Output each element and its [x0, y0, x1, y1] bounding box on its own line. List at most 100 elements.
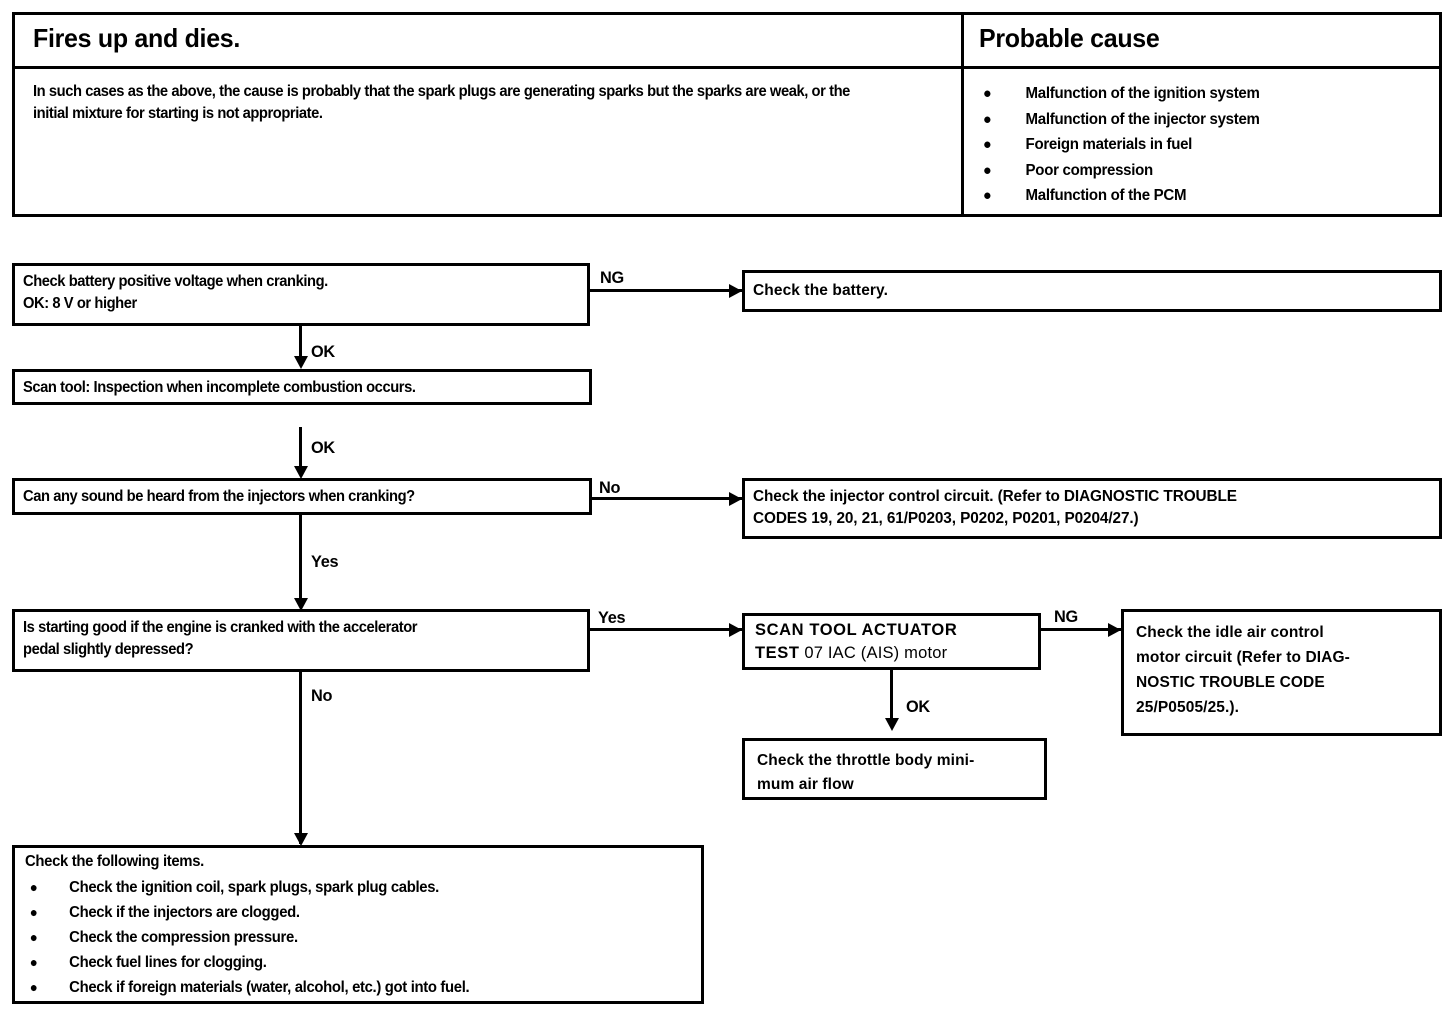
cause-label: Malfunction of the injector system — [1025, 110, 1260, 128]
bullet-icon: ● — [982, 110, 992, 128]
box-idle-air-control: Check the idle air control motor circuit… — [1121, 609, 1442, 736]
label-ok-to-scan: OK — [311, 342, 335, 361]
box-scan-tool-actuator-test: SCAN TOOL ACTUATOR TEST 07 IAC (AIS) mot… — [742, 613, 1041, 670]
actuator-test-line2: TEST 07 IAC (AIS) motor — [755, 644, 947, 663]
accel-line1: Is starting good if the engine is cranke… — [23, 619, 418, 636]
checklist-label: Check fuel lines for clogging. — [69, 954, 267, 971]
box-check-the-battery: Check the battery. — [742, 270, 1442, 312]
bullet-icon: ● — [982, 136, 992, 153]
connector-ng-idle-arrow — [1108, 623, 1121, 637]
label-yes-injector: Yes — [311, 552, 339, 571]
label-ng-actuator: NG — [1054, 607, 1078, 626]
box-final-checklist: Check the following items. ● Check the i… — [12, 845, 704, 1004]
checklist-label: Check the ignition coil, spark plugs, sp… — [69, 879, 439, 896]
connector-no-injector-line — [592, 497, 742, 500]
connector-no-final-line — [299, 672, 302, 844]
cause-label: Foreign materials in fuel — [1025, 136, 1193, 153]
idle-air-line4: 25/P0505/25.). — [1136, 699, 1240, 716]
checklist-label: Check the compression pressure. — [69, 929, 298, 946]
box-text: Is starting good if the engine is cranke… — [23, 617, 555, 661]
idle-air-line2: motor circuit (Refer to DIAG- — [1136, 649, 1350, 666]
probable-cause-title: Probable cause — [979, 23, 1160, 53]
connector-ok-throttle-line — [890, 670, 893, 725]
label-yes-accel: Yes — [598, 608, 626, 627]
idle-air-line3: NOSTIC TROUBLE CODE — [1136, 674, 1325, 691]
connector-ng-battery-line — [590, 289, 742, 292]
bullet-icon: ● — [982, 187, 992, 204]
box-injector-control-circuit: Check the injector control circuit. (Ref… — [742, 478, 1442, 539]
symptom-title: Fires up and dies. — [33, 23, 241, 53]
cause-label: Malfunction of the PCM — [1025, 187, 1187, 204]
list-item: ● Poor compression — [979, 158, 1416, 184]
list-item: ● Malfunction of the PCM — [979, 183, 1416, 209]
connector-yes-actuator-line — [590, 628, 742, 631]
label-ng-battery: NG — [600, 268, 624, 287]
box-check-battery-voltage: Check battery positive voltage when cran… — [12, 263, 590, 326]
box-text: Scan tool: Inspection when incomplete co… — [23, 379, 416, 396]
checklist-label: Check if the injectors are clogged. — [69, 904, 300, 921]
table-column-divider — [961, 15, 964, 214]
box-text: Check battery positive voltage when cran… — [23, 271, 555, 315]
list-item: ● Check if foreign materials (water, alc… — [25, 975, 470, 1000]
throttle-line1: Check the throttle body mini- — [757, 752, 975, 769]
bullet-icon: ● — [29, 879, 38, 895]
connector-ng-battery-arrow — [729, 284, 742, 298]
connector-no-injector-arrow — [729, 492, 742, 506]
connector-ok-throttle-arrow — [885, 718, 899, 731]
symptom-cause-table: Fires up and dies. Probable cause In suc… — [12, 12, 1442, 217]
bullet-icon: ● — [982, 161, 992, 179]
connector-ok-scan-arrow — [294, 356, 308, 369]
connector-ok-injector-line — [299, 427, 302, 475]
bullet-icon: ● — [29, 979, 38, 995]
bullet-icon: ● — [982, 85, 992, 102]
checklist-title: Check the following items. — [25, 853, 204, 870]
list-item: ● Check fuel lines for clogging. — [25, 950, 469, 975]
table-header-row — [15, 15, 1439, 69]
battery-check-ok-label: OK: — [23, 295, 49, 312]
connector-no-final-arrow — [294, 833, 308, 846]
list-item: ● Malfunction of the injector system — [979, 107, 1416, 133]
label-no-injector: No — [599, 478, 621, 497]
throttle-line2: mum air flow — [757, 776, 854, 793]
bullet-icon: ● — [29, 904, 38, 920]
checklist-items: ● Check the ignition coil, spark plugs, … — [25, 875, 488, 1000]
actuator-test-label: TEST — [755, 644, 800, 662]
box-accelerator-pedal-question: Is starting good if the engine is cranke… — [12, 609, 590, 672]
injector-circuit-line1: Check the injector control circuit. (Ref… — [753, 488, 1237, 505]
cause-label: Poor compression — [1025, 161, 1154, 179]
connector-yes-actuator-arrow — [729, 623, 742, 637]
actuator-test-value: 07 IAC (AIS) motor — [799, 644, 948, 662]
connector-ng-idle-line — [1041, 628, 1121, 631]
label-ok-throttle: OK — [906, 697, 930, 716]
label-no-accel: No — [311, 686, 333, 705]
accel-line2: pedal slightly depressed? — [23, 641, 194, 658]
bullet-icon: ● — [29, 954, 38, 970]
label-ok-to-injector-question: OK — [311, 438, 335, 457]
battery-check-line1: Check battery positive voltage when cran… — [23, 273, 328, 290]
battery-check-ok-value: 8 V or higher — [48, 295, 137, 312]
cause-label: Malfunction of the ignition system — [1025, 85, 1260, 102]
checklist-label: Check if foreign materials (water, alcoh… — [69, 979, 470, 996]
box-text: Check the battery. — [753, 282, 889, 299]
idle-air-line1: Check the idle air control — [1136, 624, 1324, 641]
box-text: Can any sound be heard from the injector… — [23, 488, 415, 505]
list-item: ● Malfunction of the ignition system — [979, 81, 1416, 107]
symptom-description: In such cases as the above, the cause is… — [33, 83, 850, 122]
connector-ok-injector-arrow — [294, 466, 308, 479]
list-item: ● Check if the injectors are clogged. — [25, 900, 469, 925]
box-injector-sound-question: Can any sound be heard from the injector… — [12, 478, 592, 515]
connector-yes-accel-arrow — [294, 598, 308, 611]
box-text: Check the throttle body mini- mum air fl… — [757, 749, 1040, 797]
actuator-test-line1: SCAN TOOL ACTUATOR — [755, 621, 958, 639]
injector-circuit-line2: CODES 19, 20, 21, 61/P0203, P0202, P0201… — [753, 510, 1139, 527]
list-item: ● Foreign materials in fuel — [979, 132, 1416, 158]
bullet-icon: ● — [29, 929, 38, 945]
connector-yes-accel-line — [299, 515, 302, 605]
box-text: Check the injector control circuit. (Ref… — [753, 486, 1428, 530]
probable-cause-list: ● Malfunction of the ignition system ● M… — [979, 81, 1429, 209]
box-scan-tool-inspection: Scan tool: Inspection when incomplete co… — [12, 369, 592, 405]
box-throttle-body-min-airflow: Check the throttle body mini- mum air fl… — [742, 738, 1047, 800]
list-item: ● Check the ignition coil, spark plugs, … — [25, 875, 469, 900]
box-text: Check the idle air control motor circuit… — [1136, 620, 1435, 720]
